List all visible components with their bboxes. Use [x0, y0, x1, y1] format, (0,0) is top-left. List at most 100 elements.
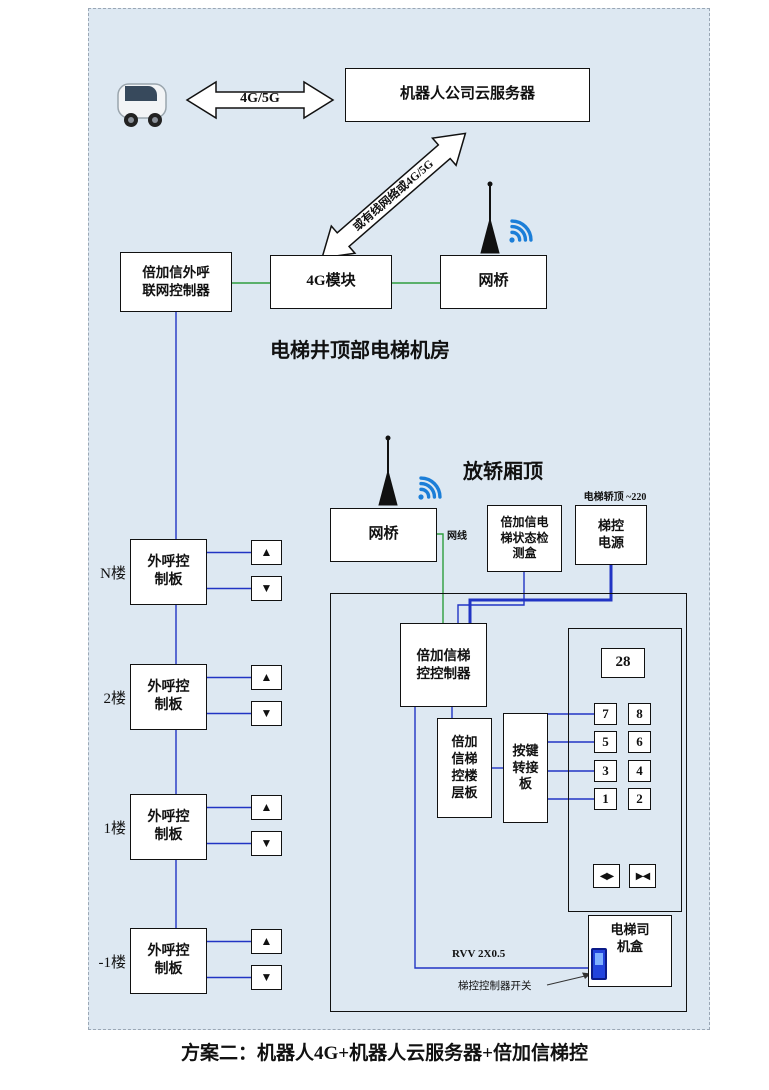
- door-open-button: ◀▶: [593, 864, 620, 888]
- keypad-label: 7: [602, 706, 609, 721]
- status-line: 倍加信电: [500, 515, 549, 530]
- down-arrow-icon: ▼: [260, 581, 273, 595]
- board-line: 制板: [154, 828, 183, 843]
- floor-board-line: 信梯: [451, 751, 478, 767]
- board-line: 制板: [154, 698, 183, 713]
- cable-label: 网线: [447, 531, 467, 542]
- power-line: 电源: [597, 535, 624, 550]
- wifi-icon: [509, 219, 533, 243]
- callbox-board: 外呼控 制板: [130, 539, 207, 605]
- down-arrow-icon: ▼: [260, 706, 273, 720]
- keypad-button-4: 4: [628, 760, 651, 782]
- board-line: 外呼控: [147, 679, 190, 695]
- power-supply-box: 梯控 电源: [575, 505, 647, 565]
- wire-status-controller: [457, 572, 525, 623]
- down-arrow-button: ▼: [251, 831, 282, 856]
- down-arrow-icon: ▼: [260, 970, 273, 984]
- keypad-label: 3: [602, 763, 609, 778]
- bridge-label: 网桥: [478, 273, 509, 290]
- keypad-button-6: 6: [628, 731, 651, 753]
- status-line: 测盒: [512, 546, 537, 561]
- driver-box-line: 电梯司: [610, 922, 650, 937]
- key-adapter-line: 转接: [512, 759, 539, 775]
- module-4g-label: 4G模块: [306, 273, 356, 290]
- callbox-network-controller: 倍加信外呼 联网控制器: [120, 252, 232, 312]
- wire-power-controller: [468, 565, 613, 623]
- floor-board-line: 倍加: [451, 734, 478, 750]
- antenna-icon: [480, 181, 500, 254]
- wire-rvv: [414, 707, 591, 969]
- car-top-enclosure: [330, 593, 687, 1012]
- power-note: 电梯轿顶 ~220: [583, 492, 647, 503]
- bridge-label: 网桥: [368, 526, 399, 543]
- up-arrow-button: ▲: [251, 540, 282, 565]
- switch-label: 梯控控制器开关: [458, 981, 532, 992]
- floor-board-box: 倍加 信梯 控楼 层板: [437, 718, 492, 818]
- link-4g5g-label: 4G/5G: [240, 91, 280, 106]
- keypad-label: 1: [602, 791, 609, 806]
- keypad-label: 8: [636, 706, 643, 721]
- elevator-controller-box: 倍加信梯 控控制器: [400, 623, 487, 707]
- up-arrow-button: ▲: [251, 795, 282, 820]
- keypad-button-2: 2: [628, 788, 651, 810]
- up-arrow-icon: ▲: [260, 670, 273, 684]
- floor-label: -1楼: [98, 955, 127, 971]
- down-arrow-icon: ▼: [260, 836, 273, 850]
- floor-board-line: 层板: [451, 784, 478, 800]
- power-line: 梯控: [597, 518, 624, 534]
- diagram-caption: 方案二：机器人4G+机器人云服务器+倍加信梯控: [181, 1043, 588, 1064]
- callbox-board: 外呼控 制板: [130, 794, 207, 860]
- elevator-status-box: 倍加信电 梯状态检 测盒: [487, 505, 562, 572]
- keypad-button-7: 7: [594, 703, 617, 725]
- keypad-label: 2: [636, 791, 643, 806]
- up-arrow-icon: ▲: [260, 800, 273, 814]
- module-4g-box: 4G模块: [270, 255, 392, 309]
- board-line: 外呼控: [147, 554, 190, 570]
- wire-board-buttons: [207, 551, 251, 979]
- controller-line: 倍加信梯: [416, 648, 471, 664]
- keypad-button-8: 8: [628, 703, 651, 725]
- keypad-button-5: 5: [594, 731, 617, 753]
- key-adapter-line: 按键: [512, 742, 539, 758]
- keypad-button-1: 1: [594, 788, 617, 810]
- callbox-board: 外呼控 制板: [130, 928, 207, 994]
- cloud-server-label: 机器人公司云服务器: [399, 86, 535, 103]
- board-line: 外呼控: [147, 809, 190, 825]
- wire-adapter-keypad: [548, 713, 594, 800]
- callbox-line: 联网控制器: [142, 283, 210, 298]
- key-adapter-box: 按键 转接 板: [503, 713, 548, 823]
- cloud-server-box: 机器人公司云服务器: [345, 68, 590, 122]
- block-arrow-diagonal: [320, 132, 467, 259]
- keypad-label: 6: [636, 734, 643, 749]
- callbox-line: 倍加信外呼: [142, 265, 210, 281]
- up-arrow-button: ▲: [251, 929, 282, 954]
- down-arrow-button: ▼: [251, 701, 282, 726]
- down-arrow-button: ▼: [251, 576, 282, 601]
- keypad-button-3: 3: [594, 760, 617, 782]
- floor-label: 1楼: [103, 821, 126, 837]
- keypad-label: 5: [602, 734, 609, 749]
- car-top-title: 放轿厢顶: [463, 461, 543, 483]
- up-arrow-icon: ▲: [260, 545, 273, 559]
- status-line: 梯状态检: [500, 530, 549, 545]
- switch-pointer-line: [546, 975, 586, 986]
- door-close-icon: ▶◀: [635, 870, 650, 882]
- block-arrow-4g5g: [185, 80, 335, 120]
- board-line: 外呼控: [147, 943, 190, 959]
- keypad-label: 4: [636, 763, 643, 778]
- bridge-box-car-top: 网桥: [330, 508, 437, 562]
- up-arrow-icon: ▲: [260, 934, 273, 948]
- door-close-button: ▶◀: [629, 864, 656, 888]
- floor-display: 28: [601, 648, 645, 678]
- up-arrow-button: ▲: [251, 665, 282, 690]
- rvv-label: RVV 2X0.5: [452, 948, 506, 960]
- wifi-icon: [418, 476, 442, 500]
- driver-box-line: 机盒: [616, 938, 643, 954]
- bridge-box-machine-room: 网桥: [440, 255, 547, 309]
- callbox-board: 外呼控 制板: [130, 664, 207, 730]
- floor-label: 2楼: [103, 691, 126, 707]
- controller-line: 控控制器: [416, 666, 471, 681]
- controller-switch-rocker: [595, 953, 603, 965]
